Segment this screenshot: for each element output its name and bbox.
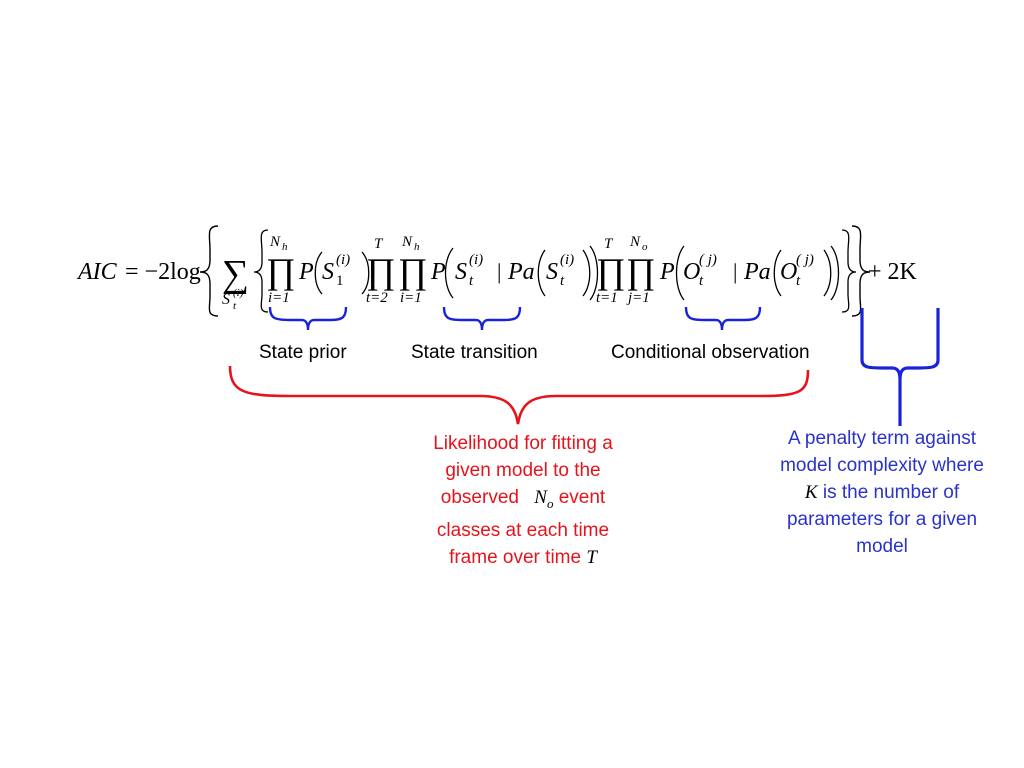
- prod4-lower: t=1: [596, 290, 618, 306]
- paren-close-2: [589, 245, 599, 301]
- aic-symbol: AIC: [76, 259, 118, 285]
- penalty-line-1: A penalty term against: [788, 428, 976, 449]
- product-sign-4: ∏: [596, 251, 626, 291]
- st-sub-2: t: [560, 273, 565, 289]
- underbrace-state-transition: [442, 306, 522, 331]
- likelihood-event: event: [558, 487, 606, 508]
- ot-symbol-1: O: [683, 259, 700, 285]
- prod2-lower: t=2: [366, 290, 388, 306]
- paren-close-3: [582, 249, 591, 297]
- ot-sup-2: ( j): [796, 252, 814, 268]
- t-symbol: T: [586, 546, 597, 568]
- inner-left-brace: [253, 229, 269, 313]
- p-state-prior: P: [298, 259, 314, 285]
- outer-right-brace: [851, 225, 871, 317]
- st-sup-2: (i): [560, 252, 574, 268]
- st-symbol-1: S: [455, 259, 467, 285]
- likelihood-line-2: given model to the: [445, 460, 601, 481]
- plus-two-k: + 2K: [868, 259, 918, 285]
- product-sign-3: ∏: [398, 251, 428, 291]
- prod3-upper-h: h: [414, 241, 420, 253]
- likelihood-line-3: observed No event: [388, 484, 658, 517]
- prod2-upper: T: [374, 236, 384, 252]
- label-conditional-observation: Conditional observation: [611, 342, 810, 363]
- penalty-bracket: [860, 308, 940, 426]
- underbrace-state-prior: [268, 306, 348, 331]
- p-observation: P: [659, 259, 675, 285]
- s1-sub: 1: [336, 273, 344, 289]
- st-sup-1: (i): [469, 252, 483, 268]
- penalty-line-4: parameters for a given: [786, 509, 978, 530]
- st-sub-1: t: [469, 273, 474, 289]
- prod3-lower: i=1: [400, 290, 422, 306]
- outer-left-brace: [199, 225, 219, 317]
- likelihood-frame-over-time: frame over time: [449, 546, 582, 568]
- pa-symbol-1: Pa: [507, 259, 535, 285]
- paren-open-1: [314, 251, 323, 295]
- paren-open-4: [675, 245, 685, 301]
- likelihood-line-4: classes at each time: [436, 519, 610, 541]
- prod3-upper-n: N: [401, 234, 413, 250]
- paren-open-5: [773, 249, 782, 297]
- product-sign-1: ∏: [266, 251, 296, 291]
- prod5-upper-o: o: [642, 241, 648, 253]
- prod4-upper: T: [604, 236, 614, 252]
- ot-sub-2: t: [796, 273, 801, 289]
- penalty-number-of: is the number of: [822, 482, 960, 503]
- inner-right-brace: [841, 229, 857, 313]
- product-sign-2: ∏: [366, 251, 396, 291]
- product-sign-5: ∏: [626, 251, 656, 291]
- sum-sub-i: (i): [233, 287, 244, 299]
- prod5-lower: j=1: [626, 290, 650, 306]
- likelihood-line-5: frame over time T: [388, 544, 658, 571]
- prod1-lower: i=1: [268, 290, 290, 306]
- ot-sub-1: t: [699, 273, 704, 289]
- neg-two-log: = −2log: [125, 259, 201, 285]
- paren-close-1: [361, 251, 370, 295]
- likelihood-line-1: Likelihood for fitting a: [433, 433, 613, 454]
- prod5-upper-n: N: [629, 234, 641, 250]
- underbrace-conditional-observation: [684, 306, 762, 331]
- penalty-note: A penalty term against model complexity …: [752, 425, 1012, 560]
- paren-open-3: [537, 249, 546, 297]
- paren-close-4: [830, 245, 840, 301]
- label-state-prior: State prior: [259, 342, 347, 363]
- k-symbol: K: [804, 482, 818, 503]
- likelihood-brace: [228, 365, 810, 425]
- s1-sup: (i): [336, 252, 350, 268]
- sum-sub-s: S: [222, 291, 230, 308]
- given-bar-2: |: [733, 259, 737, 284]
- likelihood-observed: observed: [440, 487, 519, 508]
- penalty-line-2: model complexity where: [780, 455, 984, 476]
- label-state-transition: State transition: [411, 342, 538, 363]
- likelihood-note: Likelihood for fitting a given model to …: [388, 430, 658, 571]
- prod1-upper-h: h: [282, 241, 288, 253]
- paren-open-2: [444, 247, 454, 299]
- given-bar-1: |: [497, 259, 501, 284]
- paren-close-5: [823, 249, 832, 297]
- ot-symbol-2: O: [780, 259, 797, 285]
- ot-sup-1: ( j): [699, 252, 717, 268]
- prod1-upper-n: N: [269, 234, 281, 250]
- s1-symbol: S: [322, 259, 334, 285]
- p-state-transition: P: [430, 259, 446, 285]
- penalty-line-3: K is the number of: [752, 479, 1012, 506]
- sum-sub-t: t: [233, 300, 237, 312]
- penalty-line-5: model: [856, 536, 908, 557]
- st-symbol-2: S: [546, 259, 558, 285]
- summation-sign: ∑: [222, 253, 249, 295]
- pa-symbol-2: Pa: [743, 259, 771, 285]
- n-o-symbol: No: [534, 487, 554, 511]
